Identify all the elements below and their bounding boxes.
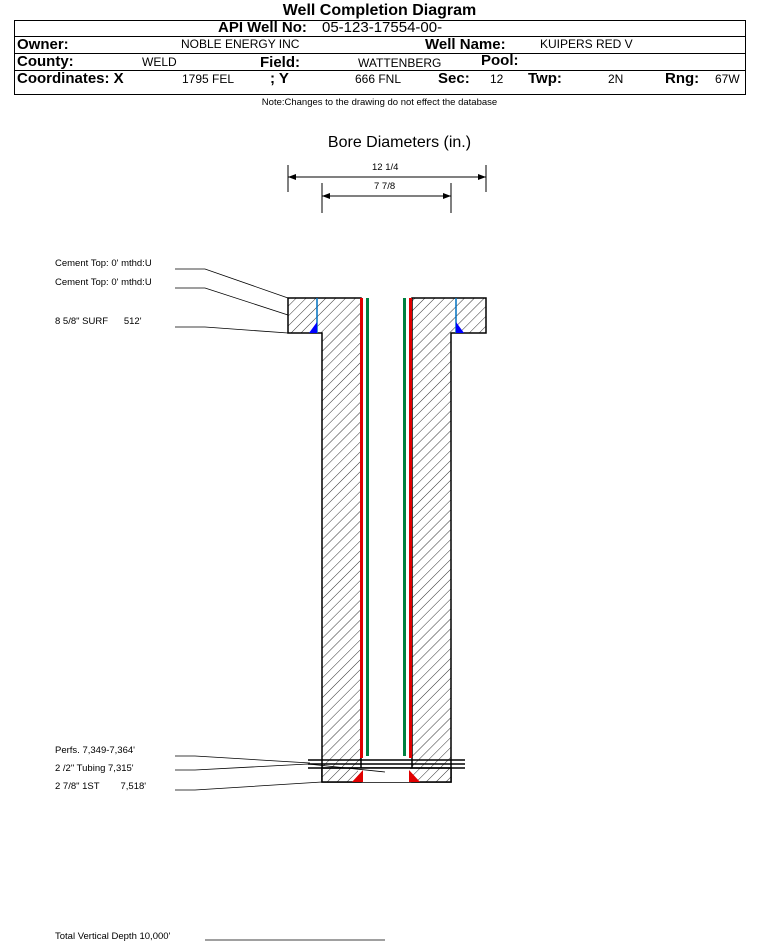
total-vertical-depth-label: Total Vertical Depth 10,000' <box>55 931 171 942</box>
bore-diameters-title: Bore Diameters (in.) <box>327 134 472 151</box>
divider <box>15 53 745 54</box>
api-value: 05-123-17554-00- <box>322 19 443 36</box>
tubing <box>366 298 369 756</box>
casing-cement <box>287 297 487 788</box>
coordinates-y-label: ; Y <box>270 70 289 87</box>
bore-diameter-1: 12 1/4 <box>372 162 399 173</box>
cement-top-label: Cement Top: 0' mthd:U <box>55 277 152 288</box>
field-label: Field: <box>260 54 300 71</box>
casing-shoe <box>456 322 464 333</box>
production-casing <box>409 298 412 758</box>
bore-diameter-arrows <box>287 165 487 213</box>
perforations-label: Perfs. 7,349-7,364' <box>55 745 135 756</box>
sec-value: 12 <box>490 72 504 86</box>
tubing <box>403 298 406 756</box>
leader-lines <box>175 268 386 941</box>
api-label: API Well No: <box>218 19 307 36</box>
well-name-label: Well Name: <box>425 36 506 53</box>
coordinates-y-value: 666 FNL <box>355 72 402 86</box>
casing-shoe <box>352 770 363 782</box>
tubing-label: 2 /2" Tubing 7,315' <box>55 763 134 774</box>
pool-label: Pool: <box>481 52 519 69</box>
page-title: Well Completion Diagram <box>282 2 477 19</box>
coordinates-x-value: 1795 FEL <box>182 72 235 86</box>
cement-top-label: Cement Top: 0' mthd:U <box>55 258 152 269</box>
county-label: County: <box>17 53 74 70</box>
owner-label: Owner: <box>17 36 69 53</box>
production-casing <box>360 298 363 758</box>
rng-label: Rng: <box>665 70 700 87</box>
divider <box>15 70 745 71</box>
well-header-table <box>14 20 746 95</box>
coordinates-x-label: Coordinates: X <box>17 70 124 87</box>
bore-diameter-2: 7 7/8 <box>374 181 396 192</box>
well-name-value: KUIPERS RED V <box>540 37 633 51</box>
rng-value: 67W <box>715 72 740 86</box>
field-value: WATTENBERG <box>358 56 442 70</box>
twp-value: 2N <box>608 72 624 86</box>
production-casing-label: 2 7/8" 1ST 7,518' <box>55 781 147 792</box>
owner-value: NOBLE ENERGY INC <box>181 37 300 51</box>
casing-shoe <box>409 770 420 782</box>
casing-shoe <box>309 322 317 333</box>
database-note: Note:Changes to the drawing do not effec… <box>261 97 498 108</box>
sec-label: Sec: <box>438 70 470 87</box>
surface-casing-label: 8 5/8" SURF 512' <box>55 316 142 327</box>
divider <box>15 36 745 37</box>
county-value: WELD <box>142 55 177 69</box>
twp-label: Twp: <box>528 70 562 87</box>
